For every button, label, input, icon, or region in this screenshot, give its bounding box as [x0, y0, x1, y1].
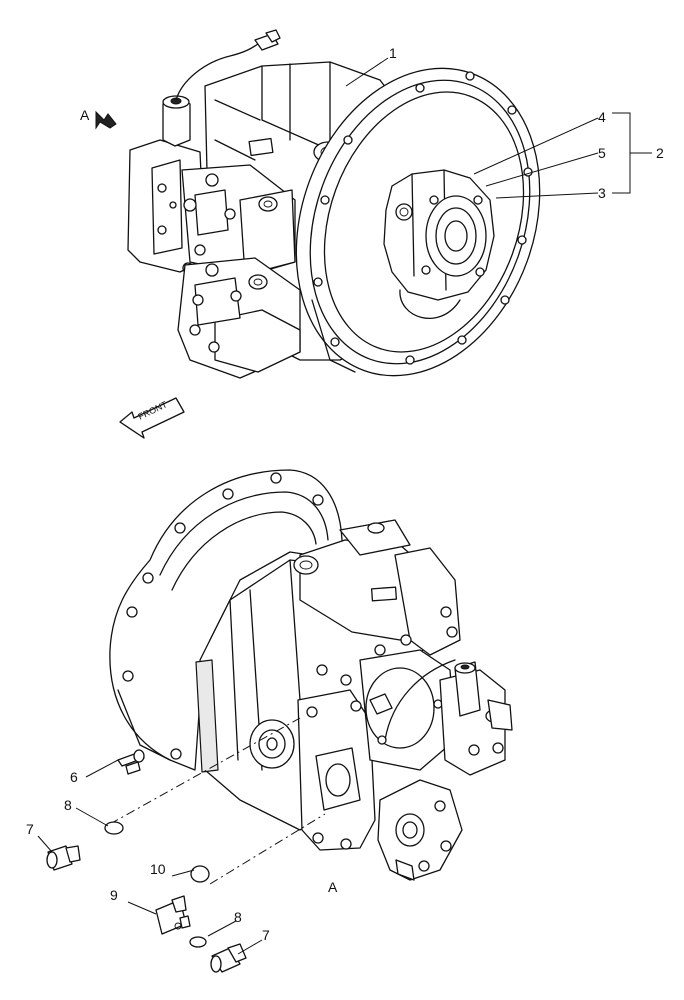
label-item-4: 4 [598, 109, 606, 125]
front-arrow [119, 397, 185, 439]
label-item-7-upper: 7 [26, 821, 34, 837]
pump-assembly-lower [109, 469, 513, 881]
label-item-9: 9 [110, 887, 118, 903]
view-a-arrow-label: A [80, 107, 90, 123]
loose-parts [46, 749, 247, 973]
label-item-3: 3 [598, 185, 606, 201]
flange-bolts-lower [122, 472, 324, 760]
label-item-6: 6 [70, 769, 78, 785]
leader-lines-lower [37, 759, 263, 955]
part-9-block [155, 895, 191, 935]
assembly-centre-lines [109, 717, 326, 885]
label-item-5: 5 [598, 145, 606, 161]
part-6-bolt [117, 749, 145, 775]
label-item-8-lower: 8 [234, 909, 242, 925]
flange-bolts-upper [313, 71, 533, 365]
pump-assembly-upper [127, 29, 541, 379]
part-7-fitting-upper [46, 845, 81, 871]
label-item-7-lower: 7 [262, 927, 270, 943]
label-item-8-upper: 8 [64, 797, 72, 813]
part-10-o-ring [190, 865, 210, 883]
label-item-1: 1 [389, 45, 397, 61]
view-a-arrow [95, 110, 117, 130]
label-item-2: 2 [656, 145, 664, 161]
part-8-o-ring-lower [189, 936, 207, 948]
part-8-o-ring-upper [104, 821, 124, 835]
label-item-10: 10 [150, 861, 166, 877]
part-7-fitting-lower [210, 943, 247, 973]
view-a-caption: A [328, 879, 338, 895]
leader-lines-upper [345, 57, 652, 199]
